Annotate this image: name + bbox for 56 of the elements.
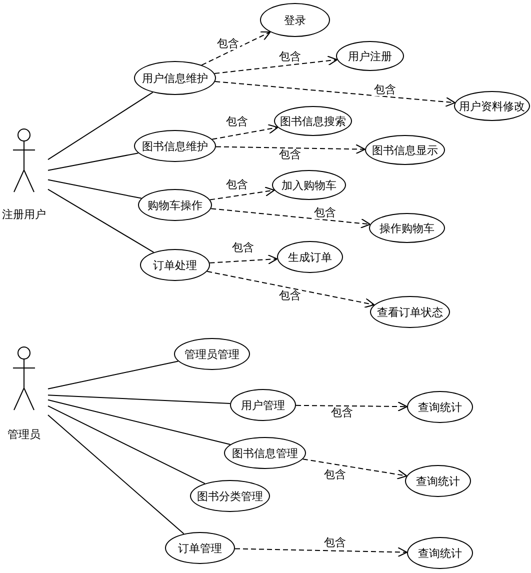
edge-label: 包含: [330, 407, 354, 419]
connector-line: [48, 188, 154, 253]
connector-line: [48, 414, 184, 534]
use-case-ellipse: 图书信息搜索: [274, 106, 352, 136]
connector-line: [48, 360, 179, 390]
use-case-ellipse: 图书信息显示: [365, 135, 445, 165]
use-case-ellipse: 查询统计: [407, 537, 473, 569]
dashed-arrow: [209, 254, 278, 264]
use-case-ellipse: 订单管理: [165, 532, 235, 564]
use-case-ellipse: 操作购物车: [369, 213, 445, 243]
dashed-arrow: [234, 547, 408, 558]
use-case-ellipse: 生成订单: [277, 241, 343, 273]
edge-label: 包含: [216, 38, 240, 50]
use-case-ellipse: 管理员管理: [174, 338, 250, 370]
use-case-ellipse: 查询统计: [405, 465, 471, 497]
dashed-arrow: [214, 56, 338, 74]
use-case-ellipse: 查询统计: [407, 391, 473, 423]
edge-label: 包含: [225, 116, 249, 128]
edge-label: 包含: [323, 537, 347, 549]
use-case-ellipse: 用户注册: [336, 41, 404, 71]
connector-line: [48, 152, 139, 171]
use-case-ellipse: 订单处理: [140, 249, 210, 281]
use-case-ellipse: 图书信息维护: [134, 130, 216, 162]
connector-line: [48, 405, 206, 484]
use-case-ellipse: 购物车操作: [138, 189, 212, 221]
connector-line: [48, 394, 231, 404]
use-case-ellipse: 图书信息管理: [224, 437, 306, 469]
connector-line: [48, 92, 154, 160]
actor-name: 注册用户: [1, 207, 47, 222]
dashed-arrow: [302, 458, 408, 480]
edge-label: 包含: [373, 84, 397, 96]
edge-label: 包含: [278, 51, 302, 63]
dashed-arrow: [201, 31, 271, 66]
use-case-ellipse: 用户资料修改: [454, 91, 530, 121]
use-case-ellipse: 登录: [260, 3, 330, 37]
edge-label: 包含: [231, 242, 255, 254]
dashed-arrow: [206, 270, 375, 308]
use-case-ellipse: 加入购物车: [272, 170, 346, 200]
actor-name: 管理员: [6, 427, 42, 442]
dashed-arrow: [296, 401, 408, 412]
dashed-arrow: [210, 186, 275, 200]
edge-label: 包含: [323, 469, 347, 481]
use-case-ellipse: 用户信息维护: [134, 61, 216, 95]
dashed-arrow: [210, 208, 371, 228]
use-case-ellipse: 图书分类管理: [190, 480, 270, 512]
edge-label: 包含: [278, 149, 302, 161]
edge-label: 包含: [278, 290, 302, 302]
dashed-arrow: [214, 81, 456, 107]
use-case-ellipse: 用户管理: [230, 389, 296, 421]
use-case-ellipse: 查看订单状态: [370, 296, 450, 328]
connector-line: [48, 399, 231, 445]
dashed-arrow: [212, 124, 278, 140]
connector-line: [48, 179, 142, 199]
edge-label: 包含: [313, 207, 337, 219]
dashed-arrow: [216, 144, 366, 154]
edge-label: 包含: [225, 179, 249, 191]
